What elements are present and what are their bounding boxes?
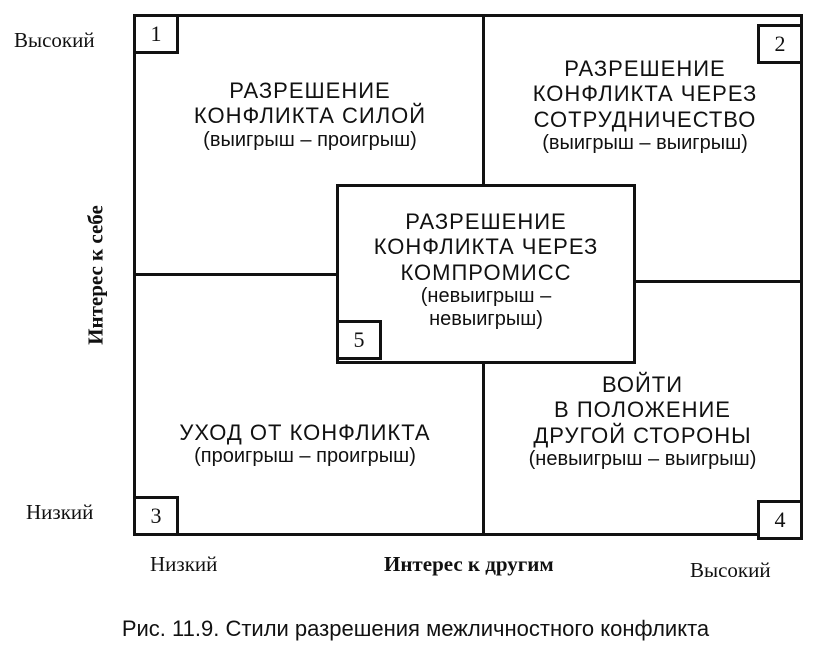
quadrant-3-number: 3 xyxy=(133,496,179,536)
horizontal-divider-left xyxy=(136,273,336,276)
x-axis-high-label: Высокий xyxy=(690,558,771,582)
quadrant-4-text: ВОЙТИ В ПОЛОЖЕНИЕ ДРУГОЙ СТОРОНЫ (невыиг… xyxy=(485,372,800,471)
quadrant-5-line3: КОМПРОМИСС xyxy=(400,259,572,285)
quadrant-4-line1: ВОЙТИ xyxy=(601,372,684,397)
quadrant-2-sub: (выигрыш – выигрыш) xyxy=(542,131,748,154)
quadrant-5-line2: КОНФЛИКТА ЧЕРЕЗ xyxy=(373,234,599,260)
quadrant-1-line1: РАЗРЕШЕНИЕ xyxy=(229,78,391,103)
quadrant-1-text: РАЗРЕШЕНИЕ КОНФЛИКТА СИЛОЙ (выигрыш – пр… xyxy=(160,78,460,152)
diagram-frame xyxy=(133,14,803,536)
quadrant-2-number: 2 xyxy=(757,24,803,64)
quadrant-5-line1: РАЗРЕШЕНИЕ xyxy=(405,209,567,234)
compromise-box: РАЗРЕШЕНИЕ КОНФЛИКТА ЧЕРЕЗ КОМПРОМИСС (н… xyxy=(336,184,636,364)
quadrant-5-sub2: невыигрыш) xyxy=(429,307,543,330)
quadrant-5-text: РАЗРЕШЕНИЕ КОНФЛИКТА ЧЕРЕЗ КОМПРОМИСС (н… xyxy=(339,209,633,331)
y-axis-low-label: Низкий xyxy=(26,500,94,524)
y-axis-title: Интерес к себе xyxy=(83,205,108,345)
quadrant-2-line3: СОТРУДНИЧЕСТВО xyxy=(533,106,757,132)
quadrant-2-text: РАЗРЕШЕНИЕ КОНФЛИКТА ЧЕРЕЗ СОТРУДНИЧЕСТВ… xyxy=(490,56,800,155)
quadrant-3-text: УХОД ОТ КОНФЛИКТА (проигрыш – проигрыш) xyxy=(140,420,470,468)
quadrant-1-sub: (выигрыш – проигрыш) xyxy=(203,128,417,151)
quadrant-1-number: 1 xyxy=(133,14,179,54)
figure-caption: Рис. 11.9. Стили разрешения межличностно… xyxy=(121,616,710,641)
x-axis-low-label: Низкий xyxy=(150,552,218,576)
quadrant-4-number: 4 xyxy=(757,500,803,540)
quadrant-5-sub1: (невыигрыш – xyxy=(420,284,552,307)
quadrant-2-line2: КОНФЛИКТА ЧЕРЕЗ xyxy=(532,81,758,107)
quadrant-3-line1: УХОД ОТ КОНФЛИКТА xyxy=(179,420,431,445)
x-axis-title: Интерес к другим xyxy=(384,552,554,576)
quadrant-1-line2: КОНФЛИКТА СИЛОЙ xyxy=(193,103,427,129)
quadrant-2-line1: РАЗРЕШЕНИЕ xyxy=(564,56,726,81)
quadrant-3-sub: (проигрыш – проигрыш) xyxy=(194,445,416,468)
quadrant-4-line2: В ПОЛОЖЕНИЕ xyxy=(554,397,731,423)
y-axis-high-label: Высокий xyxy=(14,28,95,52)
quadrant-5-number: 5 xyxy=(336,320,382,360)
quadrant-4-sub: (невыигрыш – выигрыш) xyxy=(528,447,757,470)
quadrant-4-line3: ДРУГОЙ СТОРОНЫ xyxy=(533,422,752,448)
horizontal-divider-right xyxy=(634,280,800,283)
